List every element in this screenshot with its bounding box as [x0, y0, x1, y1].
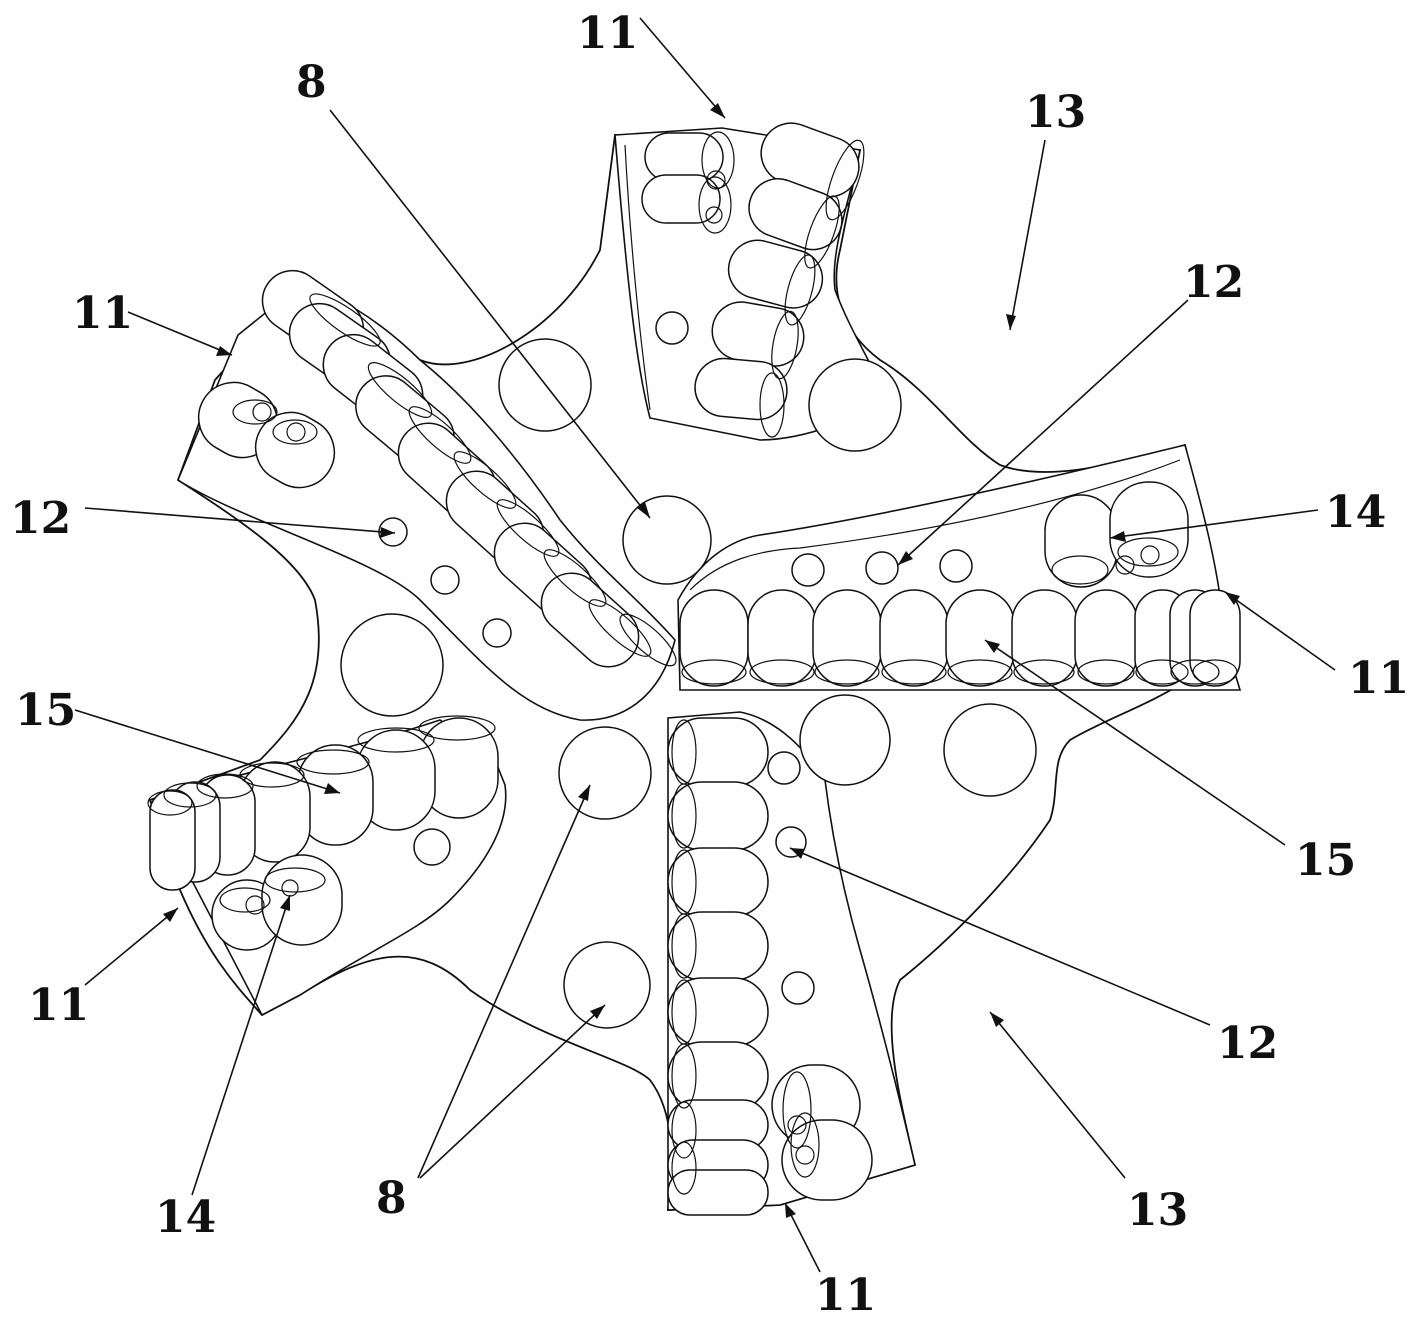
callout-11-top: 11 [577, 8, 638, 59]
blade-upper-left [177, 269, 677, 721]
cutter-row-bottom-main [667, 717, 769, 1216]
callout-12-top-right: 12 [1183, 257, 1244, 308]
callout-labels: 11 11 11 11 11 8 8 13 13 12 12 12 14 14 … [10, 8, 1408, 1320]
cutter-row-bottom-backup [771, 1064, 873, 1201]
callout-15-left: 15 [15, 685, 76, 736]
callout-11-left: 11 [72, 288, 133, 339]
callout-15-right: 15 [1295, 835, 1356, 886]
callout-14-right: 14 [1325, 487, 1386, 538]
callout-11-lower-left: 11 [28, 980, 89, 1031]
callout-13-bottom: 13 [1127, 1185, 1188, 1236]
cutter-row-upper-left-main [261, 269, 677, 668]
blade-lower-left [147, 715, 507, 1017]
leader-lines [74, 17, 1336, 1273]
blade-bottom [667, 711, 916, 1216]
callout-11-bottom: 11 [815, 1270, 876, 1320]
callout-8-top: 8 [296, 57, 327, 108]
cutter-row-right-backup [1044, 481, 1189, 588]
callout-14-bottom-left: 14 [155, 1192, 216, 1243]
cutter-row-lower-left-backup [211, 854, 343, 951]
cutter-row-top-left [641, 131, 735, 234]
callout-12-bottom-right: 12 [1217, 1018, 1278, 1069]
cutter-row-upper-left-backup [197, 381, 336, 489]
cutter-row-top-right [694, 122, 865, 438]
blade-right [677, 444, 1242, 691]
callout-12-left: 12 [10, 493, 71, 544]
callout-13-top: 13 [1025, 87, 1086, 138]
cutter-row-lower-left-main [147, 715, 499, 891]
callout-8-bottom: 8 [376, 1173, 407, 1224]
callout-11-right: 11 [1348, 653, 1408, 704]
cutter-row-right-main [679, 589, 1241, 687]
blade-top [614, 122, 881, 441]
